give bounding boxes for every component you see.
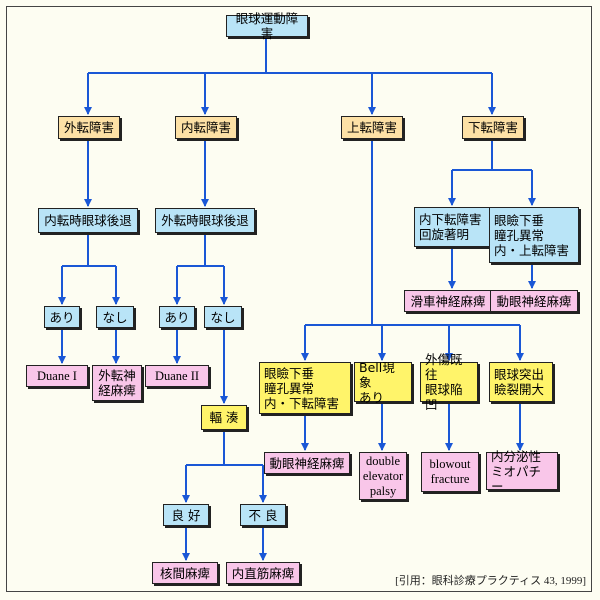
finding-ptosis-pupil-supraduction: 眼瞼下垂 瞳孔異常 内・上転障害 <box>489 207 579 263</box>
answer-convergence-poor: 不 良 <box>240 504 286 526</box>
category-adduction-disorder: 内転障害 <box>175 116 237 139</box>
result-medial-rectus-palsy: 内直筋麻痺 <box>226 562 300 584</box>
answer-convergence-good: 良 好 <box>163 504 209 526</box>
answer-no-abduction: なし <box>96 306 134 328</box>
citation: [引用：眼科診療プラクティス 43, 1999] <box>395 575 586 587</box>
root-node: 眼球運動障害 <box>226 11 308 41</box>
result-abducens-palsy: 外転神 経麻痺 <box>92 365 142 401</box>
finding-infraduction-torsion: 内下転障害 回旋著明 <box>414 207 490 247</box>
result-trochlear-palsy: 滑車神経麻痺 <box>404 290 492 312</box>
result-internuclear-palsy: 核間麻痺 <box>152 562 218 584</box>
answer-yes-abduction: あり <box>44 306 80 328</box>
result-blowout-fracture: blowout fracture <box>421 452 479 492</box>
category-depression-disorder: 下転障害 <box>462 116 524 139</box>
result-oculomotor-palsy-depression: 動眼神経麻痺 <box>490 290 578 312</box>
finding-trauma-enophthalmos: 外傷既往 眼球陥凹 <box>420 352 478 412</box>
finding-convergence: 輻 湊 <box>201 405 247 430</box>
finding-bell-phenomenon: Bell現象 あり <box>354 360 412 405</box>
finding-retraction-on-abduction: 外転時眼球後退 <box>155 208 255 233</box>
finding-ptosis-pupil-infraduction: 眼瞼下垂 瞳孔異常 内・下転障害 <box>259 362 351 414</box>
answer-yes-adduction: あり <box>159 306 195 328</box>
category-elevation-disorder: 上転障害 <box>341 116 403 139</box>
finding-proptosis-lid-retraction: 眼球突出 瞼裂開大 <box>489 362 553 402</box>
result-endocrine-myopathy: 内分泌性 ミオパチー <box>486 449 558 494</box>
result-duane-1: Duane I <box>26 365 88 387</box>
result-duane-2: Duane II <box>145 365 209 387</box>
finding-retraction-on-adduction: 内転時眼球後退 <box>38 208 138 233</box>
result-oculomotor-palsy-elevation: 動眼神経麻痺 <box>264 452 350 474</box>
category-abduction-disorder: 外転障害 <box>58 116 120 139</box>
result-double-elevator-palsy: double elevator palsy <box>359 452 407 500</box>
answer-no-adduction: なし <box>204 306 242 328</box>
